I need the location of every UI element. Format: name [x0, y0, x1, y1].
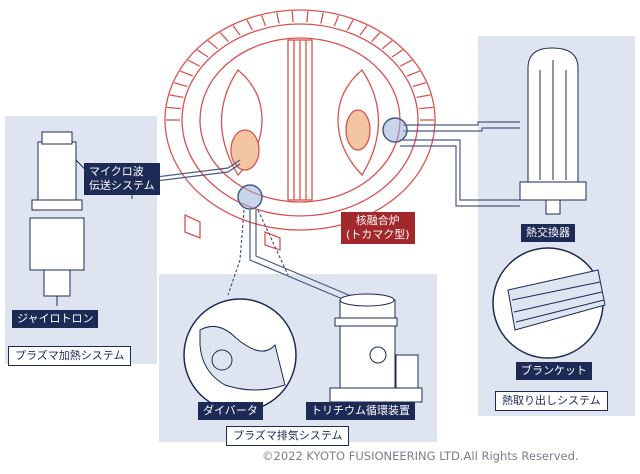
coil-segment [346, 19, 354, 31]
plasma-heating-label: プラズマ加熱システム [8, 346, 132, 366]
divertor-cassette-icon [183, 298, 297, 412]
coil-segment [173, 82, 188, 88]
heat-exchanger-label: 熱交換器 [521, 224, 575, 242]
coil-segment [381, 40, 393, 50]
fusion-reactor-label: 核融合炉 (トカマク型) [341, 212, 415, 244]
gyrotron-label: ジャイロトロン [12, 310, 99, 328]
magnifier-blanket [382, 117, 408, 143]
coil-segment [187, 59, 201, 67]
coil-segment [196, 49, 209, 58]
blanket-label: ブランケット [516, 362, 592, 380]
coil-segment [399, 59, 413, 67]
coil-segment [246, 19, 254, 31]
coil-segment [419, 106, 434, 110]
coil-segment [180, 70, 194, 77]
coil-segment [371, 32, 381, 42]
coil-segment [412, 82, 427, 88]
coil-segment [232, 25, 241, 36]
coil-segment [391, 49, 404, 58]
gyrotron-icon [29, 131, 101, 306]
coil-segment [166, 106, 181, 110]
coil-segment [276, 12, 280, 24]
microwave-label: マイクロ波 伝送システム [84, 163, 160, 195]
plasma-left [230, 129, 260, 171]
blanket-module-icon [492, 247, 606, 359]
coil-segment [416, 94, 431, 99]
plasma-exhaust-label: プラズマ排気システム [226, 426, 350, 446]
divertor-label: ダイバータ [198, 402, 263, 420]
coil-segment [406, 70, 420, 77]
heat-exchanger-icon [519, 47, 587, 215]
coil-segment [169, 94, 184, 99]
coil-segment [333, 15, 340, 27]
tritium-label: トリチウム循環装置 [306, 402, 415, 420]
coil-segment [291, 11, 294, 23]
coil-segment [306, 11, 309, 23]
plasma-right [345, 109, 371, 151]
copyright-text: ©2022 KYOTO FUSIONEERING LTD.All Rights … [262, 449, 579, 463]
tokamak-reactor-icon [164, 9, 436, 251]
coil-segment [320, 12, 324, 24]
tritium-plant-icon [329, 293, 423, 403]
coil-segment [219, 32, 229, 42]
coil-segment [260, 15, 267, 27]
coil-segment [207, 40, 219, 50]
coil-segment [359, 25, 368, 36]
magnifier-divertor [237, 184, 263, 210]
heat-extraction-label: 熱取り出しシステム [495, 391, 608, 411]
detail-magnifiers [237, 117, 408, 210]
